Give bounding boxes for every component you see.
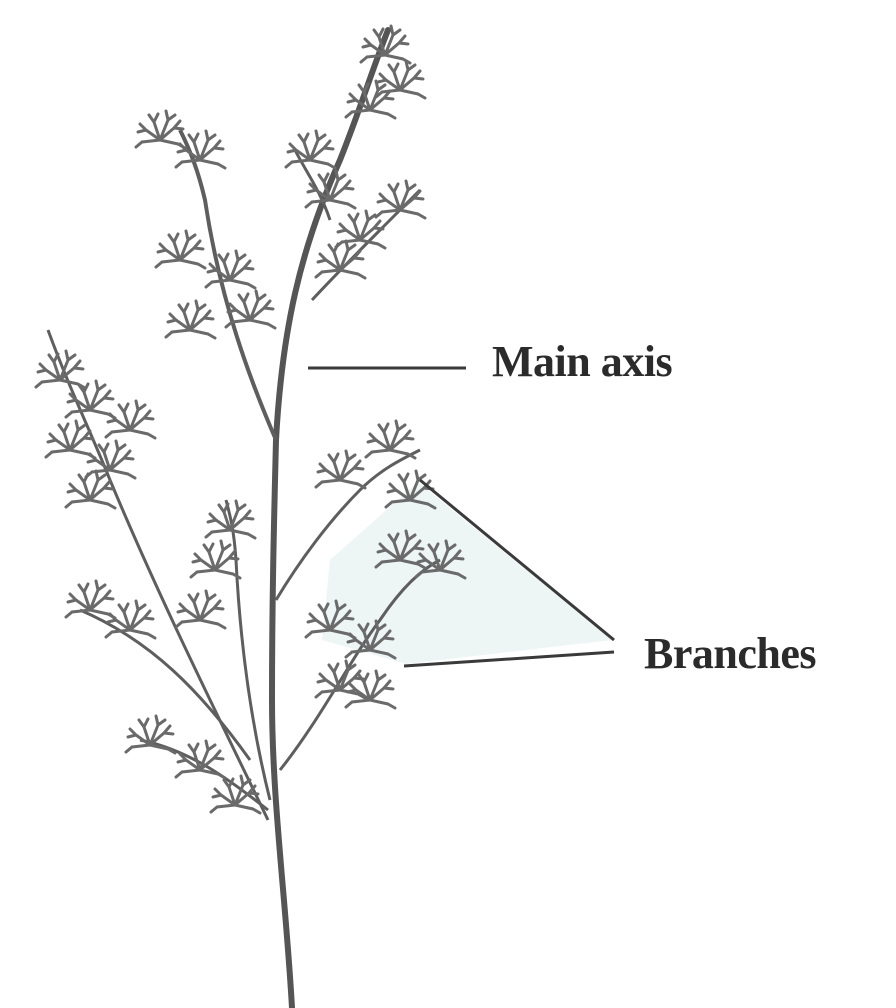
main-axis-stem [272,30,388,1008]
main-axis-label: Main axis [492,340,672,384]
branch-stem [140,740,268,810]
branch-stem [80,610,250,760]
branch-stem [180,130,276,440]
branches-label: Branches [644,632,816,676]
